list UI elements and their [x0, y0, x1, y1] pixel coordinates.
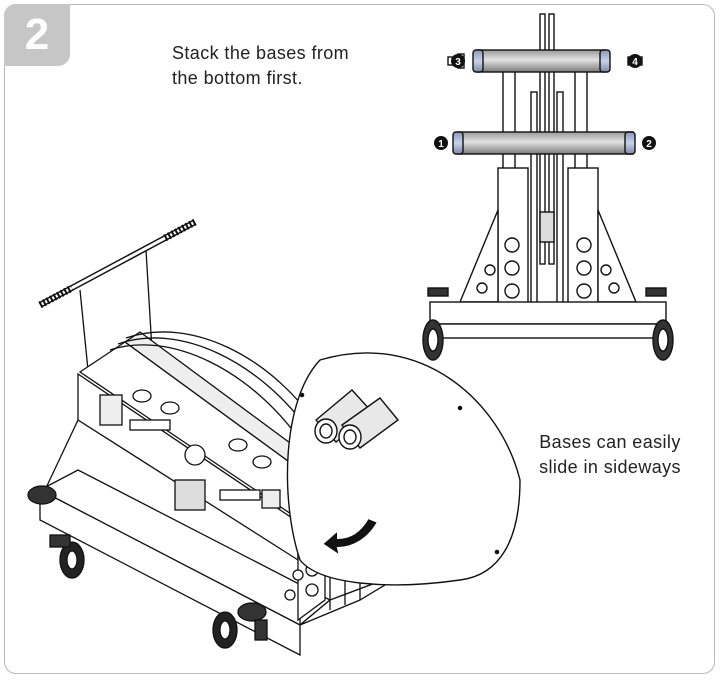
step-number-badge: 2 — [4, 4, 70, 66]
callout-4-label: 4 — [632, 57, 638, 68]
side-note-line-2: slide in sideways — [539, 457, 681, 477]
callout-2-label: 2 — [646, 139, 652, 150]
instruction-line-1: Stack the bases from — [172, 43, 350, 63]
instruction-line-2: the bottom first. — [172, 68, 303, 88]
side-note-line-1: Bases can easily — [539, 432, 681, 452]
cart-perspective-view — [27, 218, 411, 657]
callout-3: 3 — [451, 54, 465, 68]
base-plate — [286, 352, 521, 586]
callout-1-label: 1 — [438, 139, 444, 150]
plate-tubes — [314, 389, 400, 450]
callout-1: 1 — [434, 136, 448, 150]
callout-3-label: 3 — [455, 57, 461, 68]
cart-front-view — [422, 13, 674, 361]
callout-4: 4 — [628, 54, 642, 68]
side-note: Bases can easily slide in sideways — [520, 430, 700, 480]
instruction-text: Stack the bases from the bottom first. — [172, 41, 402, 91]
insert-direction-arrow — [320, 516, 380, 559]
callout-2: 2 — [642, 136, 656, 150]
callout-markers: 3 4 1 2 — [434, 54, 656, 150]
